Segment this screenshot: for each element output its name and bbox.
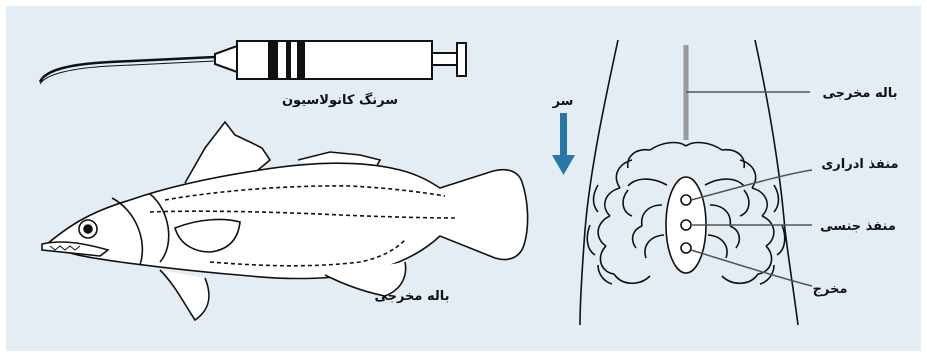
head-label: سر: [552, 94, 574, 109]
arrow-down-icon: [552, 113, 575, 175]
leader-lines: [686, 92, 812, 286]
detail-anal-fin-label: باله مخرجی: [822, 86, 897, 101]
ventral-detail-illustration: [580, 40, 798, 325]
urinary-opening-label: منفذ ادراری: [821, 157, 898, 172]
genital-opening-label: منفذ جنسی: [820, 219, 896, 234]
syringe-label: سرنگ کانولاسیون: [282, 92, 398, 108]
anus-label: مخرج: [813, 282, 848, 297]
fish-illustration: [42, 122, 528, 320]
fish-anal-fin-label: باله مخرجی: [374, 289, 449, 304]
syringe-illustration: [40, 41, 466, 84]
